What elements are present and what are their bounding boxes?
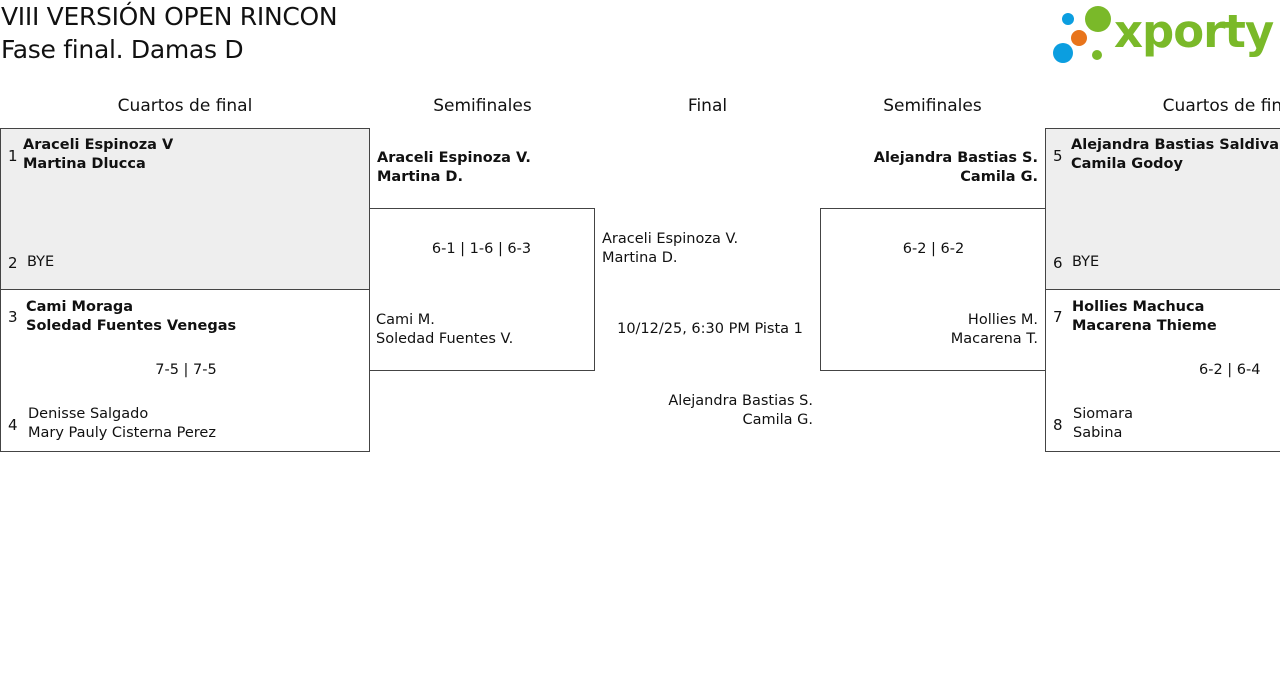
team-name: Alejandra Bastias S. Camila G.	[873, 150, 1038, 185]
seed-number: 2	[8, 254, 18, 272]
seed-number: 5	[1053, 147, 1063, 165]
match-qf-right-2[interactable]: 7 Hollies Machuca Macarena Thieme 6-2 | …	[1045, 289, 1280, 452]
match-qf-left-2[interactable]: 3 Cami Moraga Soledad Fuentes Venegas 7-…	[0, 289, 370, 452]
logo-dots-icon	[1053, 6, 1111, 63]
match-schedule: 10/12/25, 6:30 PM Pista 1	[617, 321, 803, 337]
team-name: Araceli Espinoza V. Martina D.	[602, 231, 739, 266]
team-name: BYE	[1072, 254, 1100, 270]
seed-number: 8	[1053, 416, 1063, 434]
team-name: Cami Moraga Soledad Fuentes Venegas	[26, 299, 237, 334]
match-score: 6-1 | 1-6 | 6-3	[431, 241, 532, 257]
match-qf-right-1[interactable]: 5 Alejandra Bastias Saldivar Camila Godo…	[1045, 128, 1280, 290]
match-sf-left[interactable]: 6-1 | 1-6 | 6-3 Cami M. Soledad Fuentes …	[369, 208, 595, 371]
team-name: Hollies Machuca Macarena Thieme	[1072, 299, 1217, 334]
tournament-title: VIII VERSIÓN OPEN RINCON	[1, 2, 338, 31]
seed-number: 3	[8, 308, 18, 326]
round-label-sf-left: Semifinales	[433, 96, 532, 116]
match-score: 6-2 | 6-2	[902, 241, 965, 257]
round-label-sf-right: Semifinales	[883, 96, 982, 116]
seed-number: 4	[8, 416, 18, 434]
team-name: Denisse Salgado Mary Pauly Cisterna Pere…	[28, 406, 216, 441]
team-name: Araceli Espinoza V. Martina D.	[377, 150, 531, 185]
seed-number: 1	[8, 147, 18, 165]
match-score: 7-5 | 7-5	[155, 362, 217, 378]
seed-number: 7	[1053, 308, 1063, 326]
match-qf-left-1[interactable]: 1 Araceli Espinoza V Martina Dlucca 2 BY…	[0, 128, 370, 290]
round-label-qf-right: Cuartos de final	[1162, 96, 1280, 116]
seed-number: 6	[1053, 254, 1063, 272]
team-name: Hollies M. Macarena T.	[950, 312, 1038, 347]
team-name: BYE	[27, 254, 55, 270]
phase-subtitle: Fase final. Damas D	[1, 35, 244, 64]
team-name: Siomara Sabina	[1073, 406, 1133, 441]
round-label-qf-left: Cuartos de final	[117, 96, 253, 116]
team-name: Cami M. Soledad Fuentes V.	[376, 312, 514, 347]
team-name: Alejandra Bastias Saldivar Camila Godoy	[1071, 137, 1280, 172]
team-name: Araceli Espinoza V Martina Dlucca	[23, 137, 174, 172]
team-name: Alejandra Bastias S. Camila G.	[668, 393, 813, 428]
round-label-final: Final	[687, 96, 728, 116]
match-sf-right[interactable]: 6-2 | 6-2 Hollies M. Macarena T.	[820, 208, 1046, 371]
match-score: 6-2 | 6-4	[1199, 362, 1261, 378]
xporty-logo: xporty	[1052, 5, 1277, 67]
logo-text: xporty	[1114, 5, 1274, 58]
